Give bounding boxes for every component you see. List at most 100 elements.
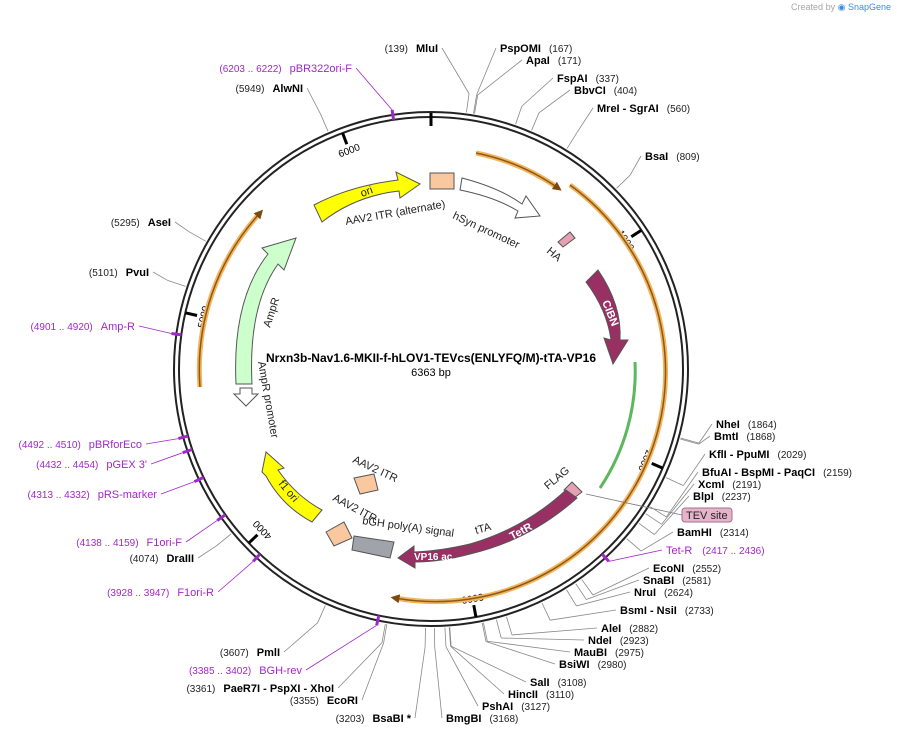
tick-label: 6000	[337, 142, 362, 160]
primer-site: (3928 .. 3947)F1ori-R	[107, 587, 214, 599]
hsyn-promoter-label: hSyn promoter	[451, 210, 522, 252]
enzyme-site: BmtI (1868)	[714, 431, 775, 443]
feature-arc-hsyn	[475, 152, 562, 191]
enzyme-pos: (2552)	[692, 564, 721, 575]
tick-mark	[185, 311, 198, 317]
enzyme-name: BmtI	[714, 431, 738, 443]
backbone-outer	[173, 111, 689, 627]
aav2-itr-2-label: AAV2 ITR	[331, 492, 379, 525]
primer-labels: (6203 .. 6222)pBR322ori-F(4901 .. 4920)A…	[19, 63, 765, 677]
feature-arc-hsyn-outline	[475, 150, 560, 191]
enzyme-site: FspAI(337)	[557, 73, 619, 85]
enzyme-leader	[361, 642, 384, 701]
enzyme-name: MauBI	[574, 647, 607, 659]
enzyme-leader	[167, 279, 186, 287]
primer-name: F1ori-F	[147, 537, 183, 549]
enzyme-leader	[683, 453, 706, 486]
enzyme-leader	[441, 47, 470, 94]
enzyme-leader	[586, 579, 640, 600]
enzyme-leader	[511, 627, 598, 636]
ha-tag	[557, 231, 576, 248]
enzyme-leader	[450, 645, 527, 683]
enzyme-name: XcmI	[698, 479, 724, 491]
enzyme-pos: (5949)	[236, 84, 265, 95]
enzyme-leader	[575, 583, 587, 600]
ampr-label: AmpR	[261, 296, 282, 329]
enzyme-name: SnaBI	[643, 575, 674, 587]
enzyme-pos: (2975)	[615, 648, 644, 659]
tetr-label: TetR	[508, 521, 535, 543]
enzyme-leader	[616, 174, 631, 189]
enzyme-leader	[576, 591, 631, 607]
enzyme-leader	[521, 77, 554, 107]
enzyme-leader	[501, 637, 585, 641]
cibn-label: CIBN	[599, 299, 620, 328]
primer-leader	[185, 520, 218, 543]
enzyme-name: BamHI	[677, 527, 712, 539]
aav2-itr-box-2	[325, 521, 353, 547]
aav2-itr-alt-label: AAV2 ITR (alternate)	[344, 199, 446, 228]
enzyme-pos: (3108)	[558, 678, 587, 689]
primer-site: (4138 .. 4159)F1ori-F	[76, 537, 182, 549]
enzyme-name: KflI - PpuMI	[709, 449, 770, 461]
tick-mark	[630, 228, 643, 239]
enzyme-leader	[174, 221, 190, 233]
enzyme-name: SalI	[530, 677, 550, 689]
enzyme-name: FspAI	[557, 73, 588, 85]
enzyme-pos: (3127)	[521, 702, 550, 713]
enzyme-pos: (2029)	[778, 450, 807, 461]
enzyme-pos: (171)	[558, 56, 581, 67]
vp16-label: VP16 ac...	[414, 552, 461, 563]
enzyme-pos: (3168)	[489, 714, 518, 725]
primer-leader	[160, 481, 195, 495]
enzyme-leader	[414, 646, 426, 719]
enzyme-leader	[152, 271, 168, 281]
enzyme-pos: (139)	[385, 44, 408, 55]
enzyme-leader	[538, 89, 571, 114]
enzyme-pos: (2980)	[598, 660, 627, 671]
enzyme-site: AleI(2882)	[601, 623, 658, 635]
primer-pos: (4313 .. 4332)	[27, 490, 89, 501]
aav2-itr-alt-box	[429, 172, 455, 190]
enzyme-leader	[449, 627, 452, 647]
enzyme-leader	[645, 513, 662, 525]
primer-leader	[138, 325, 172, 334]
enzyme-leader	[448, 627, 452, 647]
primer-mark	[193, 476, 205, 484]
primer-leader	[608, 549, 663, 562]
primer-site: (6203 .. 6222)pBR322ori-F	[219, 63, 352, 75]
primer-site: (4492 .. 4510)pBRforEco	[19, 439, 142, 451]
enzyme-pos: (5101)	[89, 268, 118, 279]
enzyme-pos: (2624)	[664, 588, 693, 599]
enzyme-pos: (3361)	[186, 684, 215, 695]
enzyme-leader	[216, 533, 232, 547]
enzyme-pos: (2733)	[685, 606, 714, 617]
enzyme-site: SalI (3108)	[530, 677, 586, 689]
primer-mark	[600, 553, 610, 563]
enzyme-site: MreI - SgrAI(560)	[597, 103, 690, 115]
inner-features: ori AAV2 ITR (alternate) hSyn promoter H…	[232, 171, 629, 569]
enzyme-leader	[306, 87, 321, 115]
enzyme-pos: (1864)	[748, 420, 777, 431]
enzyme-site: (5295)AseI	[111, 217, 171, 229]
primer-pos: (2417 .. 2436)	[702, 546, 764, 557]
enzyme-name: NdeI	[588, 635, 612, 647]
primer-name: pBR322ori-F	[290, 63, 353, 75]
enzyme-pos: (1868)	[746, 432, 775, 443]
enzyme-site: PshAI(3127)	[482, 701, 550, 713]
enzyme-leader	[496, 619, 502, 639]
enzyme-name: BlpI	[693, 491, 714, 503]
tev-site-leader	[585, 493, 683, 516]
enzyme-site: BsiWI(2980)	[559, 659, 626, 671]
enzyme-name: PspOMI	[500, 43, 541, 55]
enzyme-leader	[481, 622, 487, 642]
credit-brand: SnapGene	[847, 2, 891, 12]
enzyme-leader	[466, 93, 470, 113]
enzyme-leader	[474, 94, 479, 114]
primer-mark	[171, 331, 182, 337]
hsyn-promoter-arrow	[459, 177, 541, 219]
f1-ori-arrow	[261, 451, 323, 523]
enzyme-site: BsaI(809)	[645, 151, 700, 163]
enzyme-leader	[653, 495, 690, 535]
